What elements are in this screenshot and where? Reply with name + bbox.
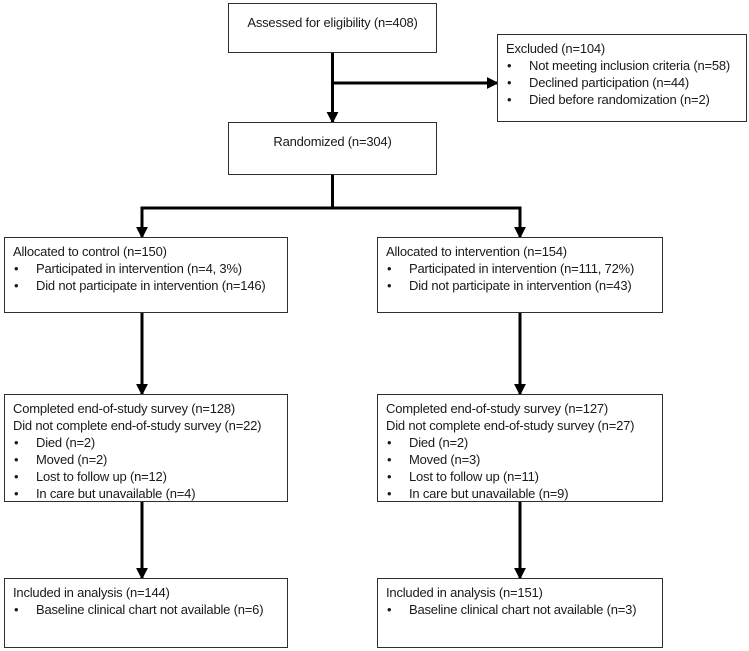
bullet-item: Participated in intervention (n=4, 3%) bbox=[5, 260, 287, 277]
bullet-item: Baseline clinical chart not available (n… bbox=[378, 601, 662, 618]
randomized-title: Randomized (n=304) bbox=[273, 134, 392, 149]
bullet-item: Lost to follow up (n=11) bbox=[378, 468, 662, 485]
bullet-item: Did not participate in intervention (n=4… bbox=[378, 277, 662, 294]
allocated-intervention-title: Allocated to intervention (n=154) bbox=[386, 244, 567, 259]
box-survey-intervention: Completed end-of-study survey (n=127) Di… bbox=[377, 394, 663, 502]
assessed-title: Assessed for eligibility (n=408) bbox=[247, 15, 418, 30]
box-randomized: Randomized (n=304) bbox=[228, 122, 437, 175]
bullet-item: Died (n=2) bbox=[5, 434, 287, 451]
bullet-item: In care but unavailable (n=9) bbox=[378, 485, 662, 502]
analysis-intervention-bullet-list: Baseline clinical chart not available (n… bbox=[378, 601, 662, 618]
analysis-control-title: Included in analysis (n=144) bbox=[13, 585, 170, 600]
survey-control-line-completed: Completed end-of-study survey (n=128) bbox=[13, 401, 236, 416]
box-excluded: Excluded (n=104) Not meeting inclusion c… bbox=[497, 34, 747, 122]
bullet-item: In care but unavailable (n=4) bbox=[5, 485, 287, 502]
allocated-control-bullet-list: Participated in intervention (n=4, 3%) D… bbox=[5, 260, 287, 294]
survey-intervention-line-not-completed: Did not complete end-of-study survey (n=… bbox=[386, 418, 635, 433]
box-analysis-control: Included in analysis (n=144) Baseline cl… bbox=[4, 578, 288, 648]
bullet-item: Not meeting inclusion criteria (n=58) bbox=[498, 57, 746, 74]
analysis-intervention-title: Included in analysis (n=151) bbox=[386, 585, 543, 600]
survey-control-bullet-list: Died (n=2) Moved (n=2) Lost to follow up… bbox=[5, 434, 287, 502]
excluded-title: Excluded (n=104) bbox=[506, 41, 606, 56]
survey-control-line-not-completed: Did not complete end-of-study survey (n=… bbox=[13, 418, 262, 433]
box-assessed-for-eligibility: Assessed for eligibility (n=408) bbox=[228, 3, 437, 53]
bullet-item: Died before randomization (n=2) bbox=[498, 91, 746, 108]
bullet-item: Died (n=2) bbox=[378, 434, 662, 451]
allocated-control-title: Allocated to control (n=150) bbox=[13, 244, 167, 259]
survey-intervention-line-completed: Completed end-of-study survey (n=127) bbox=[386, 401, 609, 416]
excluded-bullet-list: Not meeting inclusion criteria (n=58) De… bbox=[498, 57, 746, 108]
bullet-item: Participated in intervention (n=111, 72%… bbox=[378, 260, 662, 277]
box-allocated-control: Allocated to control (n=150) Participate… bbox=[4, 237, 288, 313]
bullet-item: Baseline clinical chart not available (n… bbox=[5, 601, 287, 618]
bullet-item: Lost to follow up (n=12) bbox=[5, 468, 287, 485]
survey-intervention-bullet-list: Died (n=2) Moved (n=3) Lost to follow up… bbox=[378, 434, 662, 502]
box-allocated-intervention: Allocated to intervention (n=154) Partic… bbox=[377, 237, 663, 313]
bullet-item: Did not participate in intervention (n=1… bbox=[5, 277, 287, 294]
analysis-control-bullet-list: Baseline clinical chart not available (n… bbox=[5, 601, 287, 618]
bullet-item: Moved (n=2) bbox=[5, 451, 287, 468]
bullet-item: Moved (n=3) bbox=[378, 451, 662, 468]
box-analysis-intervention: Included in analysis (n=151) Baseline cl… bbox=[377, 578, 663, 648]
allocated-intervention-bullet-list: Participated in intervention (n=111, 72%… bbox=[378, 260, 662, 294]
box-survey-control: Completed end-of-study survey (n=128) Di… bbox=[4, 394, 288, 502]
bullet-item: Declined participation (n=44) bbox=[498, 74, 746, 91]
